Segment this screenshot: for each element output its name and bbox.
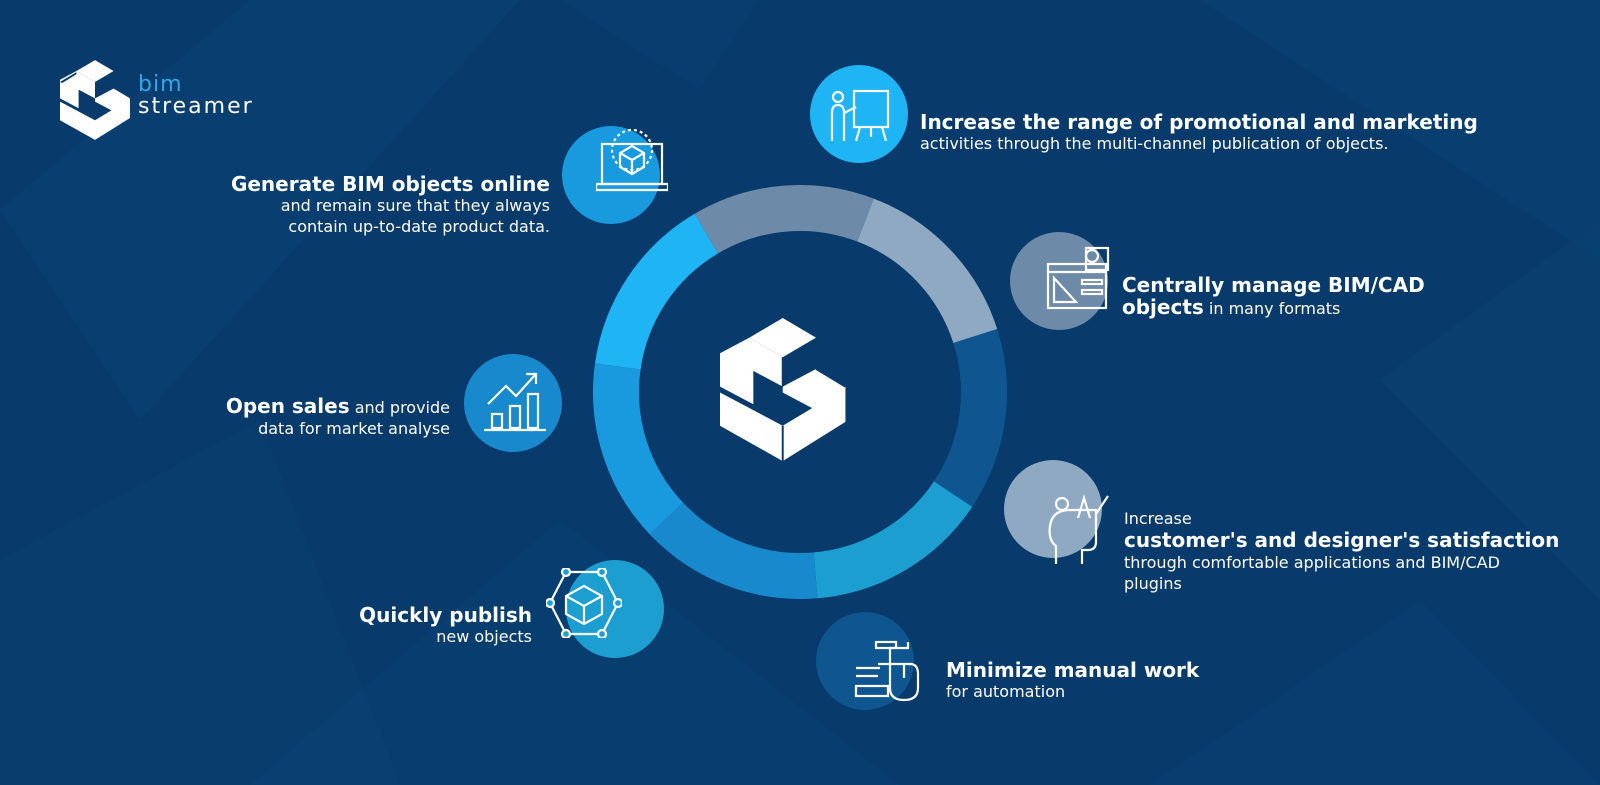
feature-text-manage: Centrally manage BIM/CAD objects in many… [1122,274,1425,319]
center-logo-icon [720,318,846,462]
feature-desc-manual: for automation [946,682,1066,701]
ring-segment-generate [593,363,684,535]
ring-segment-promote [595,213,719,371]
feature-desc-generate-line2: contain up-to-date product data. [288,217,550,236]
feature-bubble-promote [810,65,908,163]
automation-tools-icon [854,640,920,702]
feature-bubble-manual [816,612,920,710]
feature-desc-promote: activities through the multi-channel pub… [920,134,1389,153]
feature-desc-generate-line1: and remain sure that they always [280,196,550,215]
growth-chart-icon [484,372,546,432]
creative-head-icon [1048,494,1109,564]
network-cube-icon [546,568,622,638]
feature-bubble-publish [546,560,664,658]
bimstreamer-logo[interactable]: bim streamer [60,60,280,140]
feature-bubble-manage [1010,232,1110,330]
feature-bubble-generate [562,126,668,224]
feature-text-publish: Quickly publish new objects [342,605,532,647]
feature-title-promote: Increase the range of promotional and ma… [920,110,1478,134]
ring-segment-manage [694,185,874,254]
ring-segment-sales [649,502,818,599]
feature-title-generate: Generate BIM objects online [230,172,550,196]
feature-text-manual: Minimize manual work for automation [946,660,1199,702]
logo-wordmark: bim streamer [138,74,254,118]
feature-text-promote: Increase the range of promotional and ma… [920,112,1478,154]
feature-desc-satisfaction-line1: through comfortable applications and BIM… [1124,553,1500,572]
laptop-cube-icon [596,128,668,192]
feature-title-manage-line2: objects [1122,295,1204,319]
design-blueprint-icon [1046,246,1110,310]
feature-desc-satisfaction-line2: plugins [1124,574,1182,593]
feature-pre-satisfaction: Increase [1124,509,1192,528]
feature-bubble-sales [464,354,562,452]
ring-segment-satisfaction [856,198,998,344]
feature-text-generate: Generate BIM objects online and remain s… [210,174,550,237]
feature-title-manual: Minimize manual work [946,658,1200,682]
feature-desc-sales-inline: and provide [354,398,450,417]
feature-text-sales: Open sales and provide data for market a… [170,396,450,439]
feature-desc-manage: in many formats [1208,299,1341,318]
logo-word-streamer: streamer [138,94,254,119]
feature-desc-publish: new objects [436,627,532,646]
presentation-board-icon [830,89,890,142]
bimstreamer-logo-mark [60,60,130,140]
feature-title-manage-line1: Centrally manage BIM/CAD [1122,273,1425,297]
feature-title-publish: Quickly publish [359,603,532,627]
feature-desc-sales-line2: data for market analyse [258,419,450,438]
ring-segment-manual [933,329,1007,507]
ring-segments [593,185,1007,599]
feature-title-sales: Open sales [225,394,350,418]
logo-word-bim: bim [138,72,183,97]
feature-bubble-satisfaction [1004,460,1109,564]
feature-text-satisfaction: Increase customer's and designer's satis… [1124,508,1559,594]
feature-title-satisfaction: customer's and designer's satisfaction [1124,528,1560,552]
ring-segment-publish [813,480,973,599]
